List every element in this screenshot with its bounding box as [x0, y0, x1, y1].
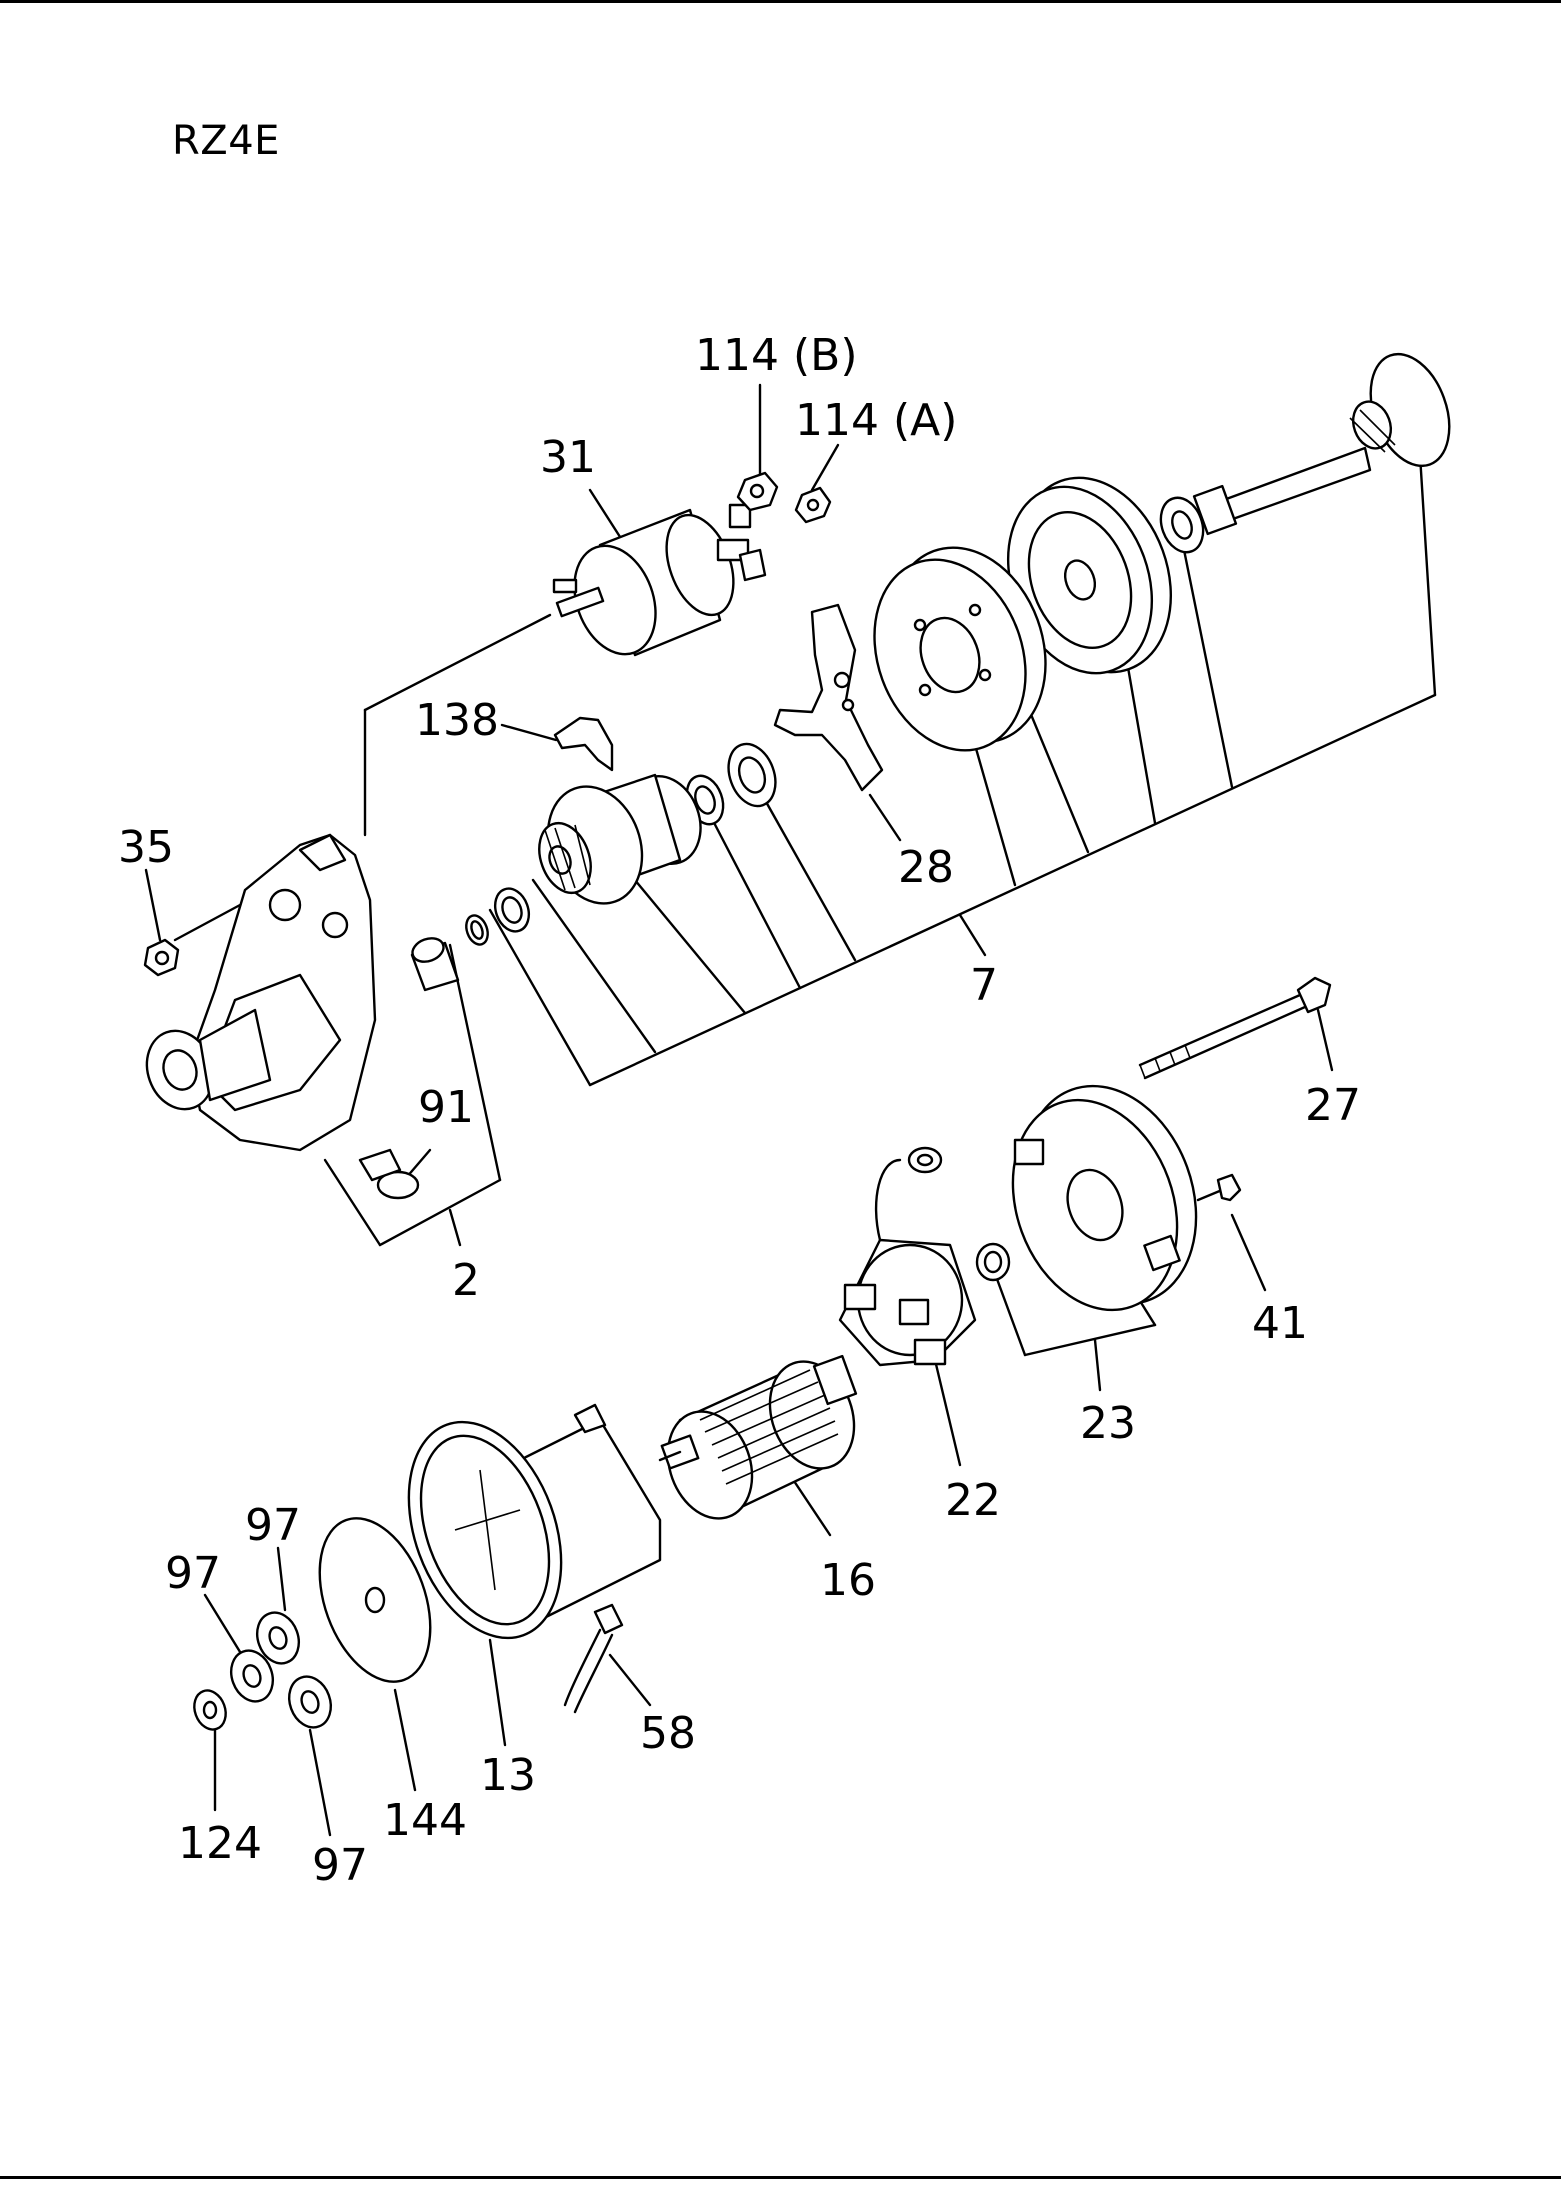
- callout-13: 13: [480, 1750, 536, 1801]
- front-housing: [145, 833, 377, 1152]
- callout-91: 91: [418, 1082, 474, 1133]
- callout-138: 138: [415, 695, 499, 746]
- shift-lever: [773, 603, 884, 792]
- planetary-gears: [230, 1611, 332, 1729]
- callout-27: 27: [1305, 1080, 1361, 1131]
- snap-rings: [410, 887, 531, 992]
- part-91: [358, 1148, 420, 1200]
- nut-35: [143, 938, 180, 977]
- wire-lead: [563, 1603, 624, 1714]
- washer-124: [193, 1689, 227, 1731]
- callout-31: 31: [540, 432, 596, 483]
- through-bolt: [1138, 976, 1332, 1080]
- bottom-border-rule: [0, 2176, 1561, 2179]
- callout-2: 2: [452, 1255, 480, 1306]
- yoke-housing: [407, 1403, 662, 1640]
- callout-28: 28: [898, 842, 954, 893]
- bracket-138: [553, 716, 614, 772]
- nut-114b: [736, 471, 779, 512]
- callout-97-bottom: 97: [312, 1840, 368, 1891]
- pinion-clutch: [538, 773, 702, 905]
- gear-housing: [1006, 476, 1173, 675]
- brush-holder: [838, 1146, 977, 1367]
- callout-7: 7: [970, 960, 998, 1011]
- callout-114b: 114 (B): [695, 330, 858, 381]
- callout-23: 23: [1080, 1398, 1136, 1449]
- callout-16: 16: [820, 1555, 876, 1606]
- internal-gear-plate: [873, 546, 1047, 752]
- model-code-label: RZ4E: [172, 118, 280, 164]
- nut-114a: [794, 486, 832, 524]
- callout-124: 124: [178, 1818, 262, 1869]
- screw-41: [1196, 1173, 1242, 1202]
- solenoid-switch: [552, 503, 767, 657]
- thrust-washers: [685, 742, 777, 826]
- callout-97-top: 97: [245, 1500, 301, 1551]
- callout-58: 58: [640, 1708, 696, 1759]
- callout-22: 22: [945, 1475, 1001, 1526]
- callout-41: 41: [1252, 1298, 1308, 1349]
- drive-shaft: [1192, 352, 1451, 536]
- callout-35: 35: [118, 822, 174, 873]
- callout-labels: 114 (B) 114 (A) 31 138 35 28 7 91 2 27 4…: [118, 330, 1361, 1891]
- armature: [658, 1354, 858, 1520]
- callout-144: 144: [383, 1795, 467, 1846]
- plate-144: [318, 1517, 432, 1683]
- callout-97-left: 97: [165, 1548, 221, 1599]
- rear-cover: [975, 1084, 1198, 1312]
- leader-lines: [144, 383, 1437, 1837]
- callout-114a: 114 (A): [795, 395, 957, 446]
- top-border-rule: [0, 0, 1561, 3]
- shaft-washer: [1159, 496, 1205, 554]
